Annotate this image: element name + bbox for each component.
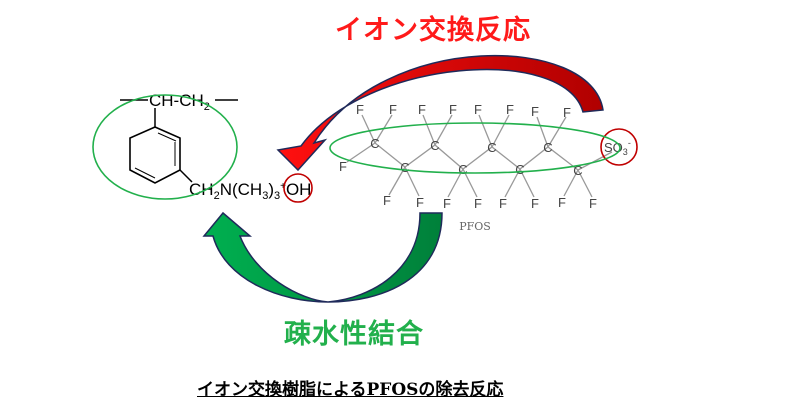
fluorine-atom: F xyxy=(506,102,514,117)
benzene-ellipse xyxy=(92,94,238,200)
fluorine-atom: F xyxy=(418,102,426,117)
ammonium-group: CH2N(CH3)3+OH xyxy=(189,180,311,202)
fluorine-atom: F xyxy=(474,102,482,117)
sulfonate-circle xyxy=(600,128,638,166)
fluorine-atom: F xyxy=(383,193,391,208)
fluorine-atom: F xyxy=(474,196,482,211)
carbon-atom: C xyxy=(487,140,496,155)
fluorine-atom: F xyxy=(389,102,397,117)
pfos-atoms: C C C C C C C C F F F F F F F F F F F F … xyxy=(329,102,638,233)
pfos-molecule xyxy=(346,114,613,198)
ion-exchange-label: イオン交換反応 xyxy=(335,15,531,45)
fluorine-atom: F xyxy=(563,105,571,120)
fluorine-atom: F xyxy=(531,196,539,211)
ion-exchange-arrow xyxy=(276,54,604,172)
fluorine-atom: F xyxy=(531,104,539,119)
carbon-atom: C xyxy=(543,140,552,155)
fluorine-atom: F xyxy=(449,102,457,117)
fluorine-atom: F xyxy=(339,159,347,174)
fluorocarbon-ellipse xyxy=(329,122,621,174)
carbon-atom: C xyxy=(370,136,379,151)
sulfonate-group: SO3- xyxy=(604,138,631,157)
fluorine-atom: F xyxy=(589,196,597,211)
resin-structure: CH-CH2 CH2N(CH3)3+OH xyxy=(92,91,313,203)
carbon-atom: C xyxy=(430,138,439,153)
fluorine-atom: F xyxy=(499,196,507,211)
fluorine-atom: F xyxy=(416,195,424,210)
oh-circle xyxy=(283,173,313,203)
carbon-atom: C xyxy=(400,160,409,175)
carbon-atom: C xyxy=(515,162,524,177)
figure-caption: イオン交換樹脂によるPFOSの除去反応 xyxy=(197,380,504,400)
carbon-atom: C xyxy=(458,162,467,177)
fluorine-atom: F xyxy=(558,195,566,210)
fluorine-atom: F xyxy=(356,102,364,117)
hydrophobic-bond-label: 疎水性結合 xyxy=(284,319,424,349)
pfos-label: PFOS xyxy=(459,220,491,233)
carbon-atom: C xyxy=(573,163,582,178)
hydrophobic-bond-arrow xyxy=(202,211,443,303)
fluorine-atom: F xyxy=(443,196,451,211)
